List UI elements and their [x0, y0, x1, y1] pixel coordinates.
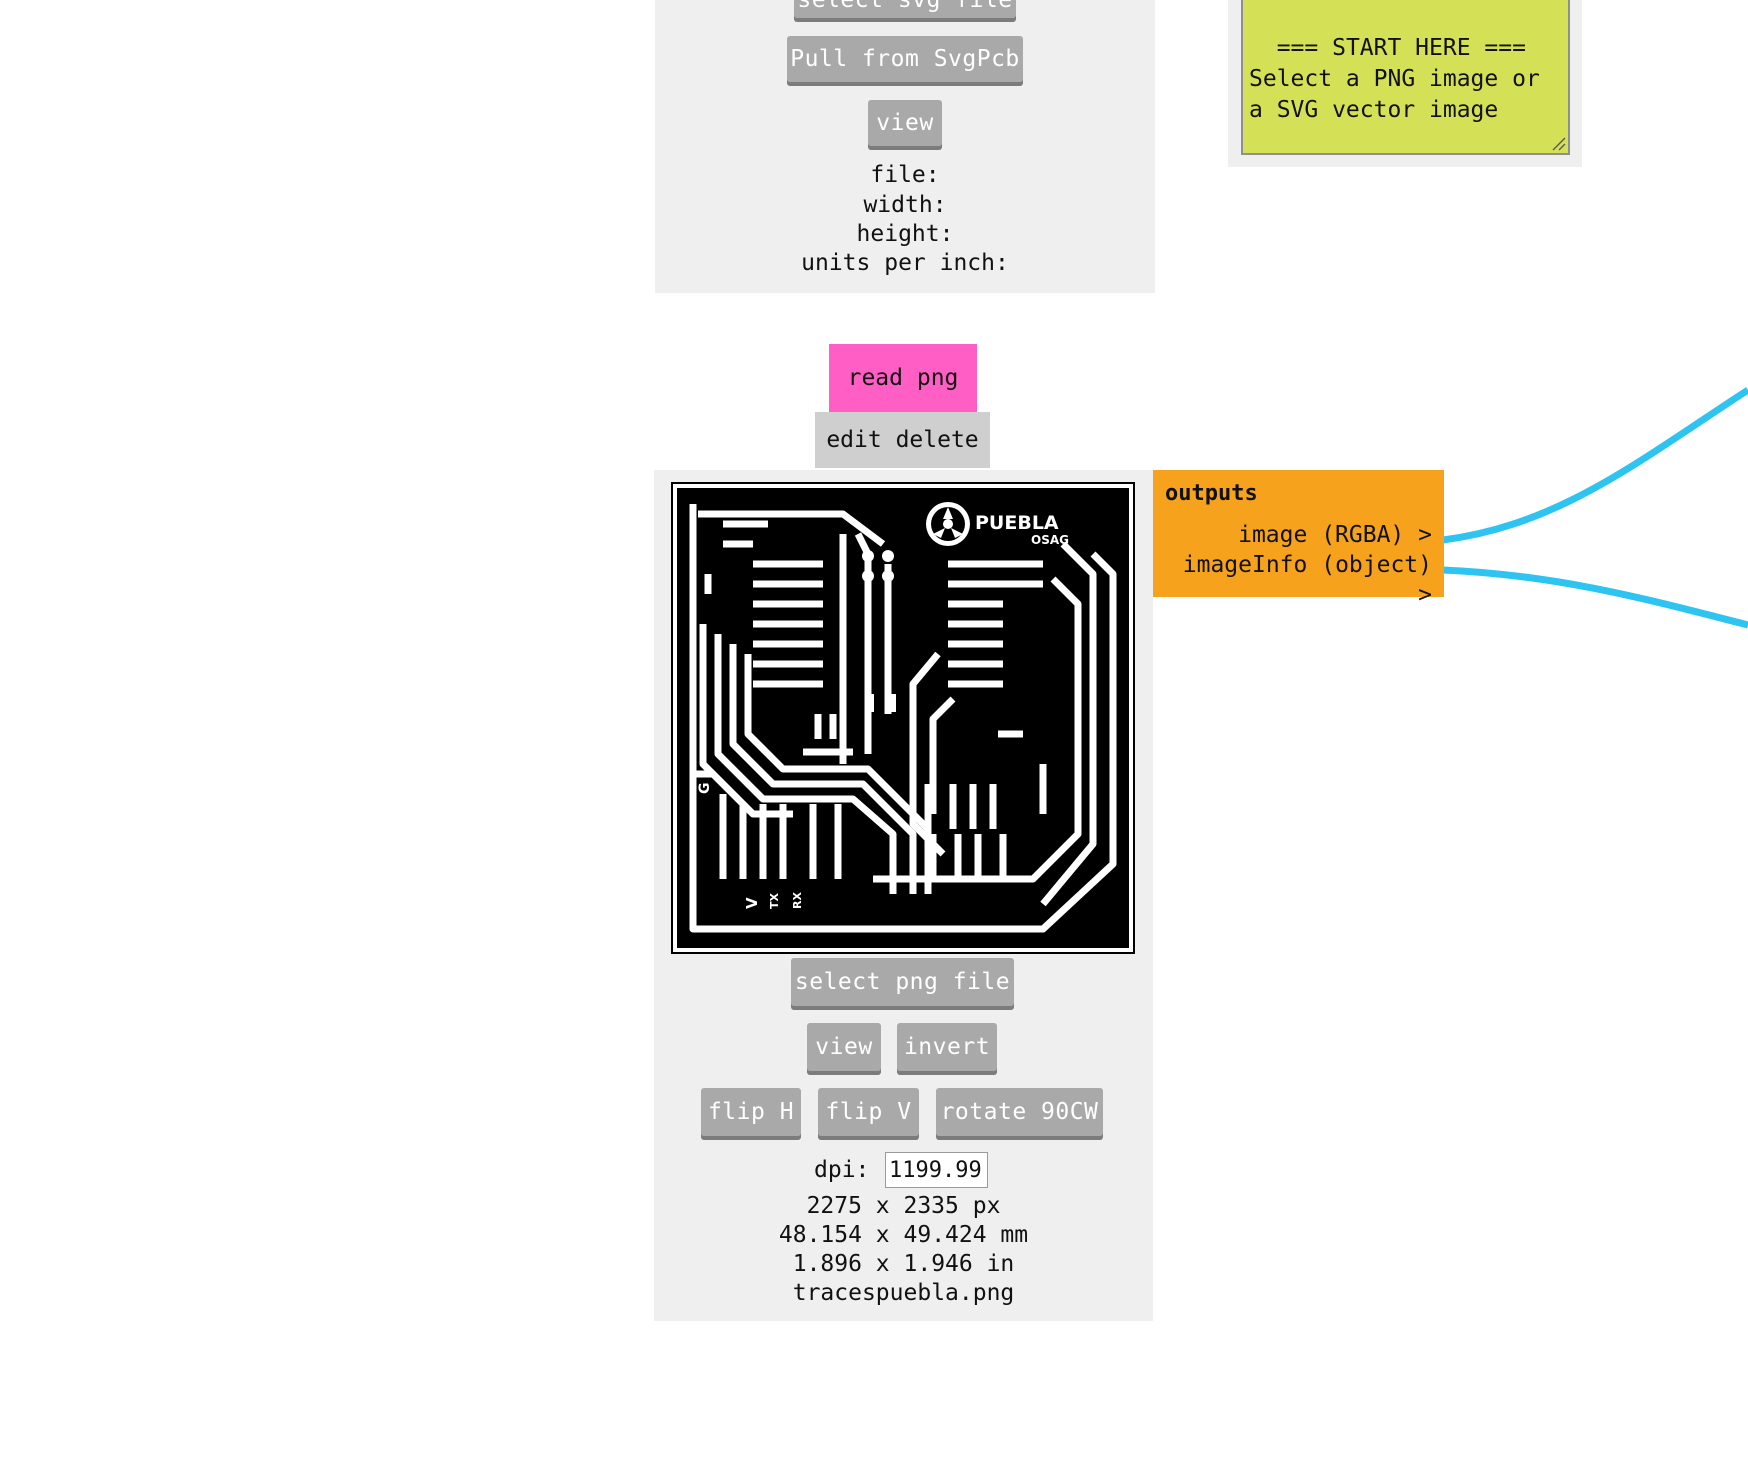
- image-size-px: 2275 x 2335 px: [806, 1193, 1001, 1219]
- output-image-rgba-arrow-icon: >: [1418, 522, 1432, 548]
- svg-view-button[interactable]: view: [868, 100, 942, 146]
- image-size-mm: 48.154 x 49.424 mm: [778, 1222, 1029, 1248]
- svg-file-label: file:: [870, 162, 940, 188]
- image-filename: tracespuebla.png: [792, 1280, 1015, 1306]
- outputs-box: outputs image (RGBA) > imageInfo (object…: [1153, 470, 1444, 608]
- output-imageinfo-label: imageInfo (object): [1182, 552, 1432, 578]
- select-svg-file-button[interactable]: select svg file: [794, 0, 1016, 18]
- note-text: === START HERE === Select a PNG image or…: [1249, 35, 1540, 123]
- output-image-rgba-label: image (RGBA): [1238, 522, 1405, 548]
- pcb-logo-text: PUEBLA: [975, 512, 1059, 534]
- invert-button[interactable]: invert: [897, 1023, 997, 1071]
- wire-imageinfo-object: [1442, 566, 1748, 629]
- image-size-in: 1.896 x 1.946 in: [792, 1251, 1015, 1277]
- dpi-input[interactable]: [885, 1152, 988, 1188]
- resize-grip-icon[interactable]: [1550, 135, 1566, 151]
- output-imageinfo-object[interactable]: imageInfo (object) >: [1165, 550, 1432, 610]
- puebla-logo-icon: [926, 502, 970, 546]
- png-view-button[interactable]: view: [807, 1023, 881, 1071]
- flip-v-button[interactable]: flip V: [818, 1088, 919, 1136]
- flip-h-button[interactable]: flip H: [701, 1088, 801, 1136]
- pcb-logo-subtext: OSAG: [1031, 533, 1069, 547]
- dpi-label: dpi:: [814, 1157, 870, 1183]
- pcb-image-preview: PUEBLA OSAG G V TX RX: [671, 482, 1135, 954]
- svg-units-per-inch-label: units per inch:: [801, 250, 1009, 276]
- pcb-label-rx: RX: [791, 892, 804, 909]
- start-here-note[interactable]: === START HERE === Select a PNG image or…: [1241, 0, 1570, 155]
- output-imageinfo-arrow-icon: >: [1418, 582, 1432, 608]
- select-png-file-button[interactable]: select png file: [791, 958, 1014, 1006]
- svg-height-label: height:: [856, 221, 954, 247]
- rotate-90cw-button[interactable]: rotate 90CW: [936, 1088, 1103, 1136]
- pcb-label-v: V: [743, 897, 761, 909]
- pcb-label-tx: TX: [768, 892, 781, 909]
- output-image-rgba[interactable]: image (RGBA) >: [1165, 520, 1432, 550]
- edit-delete-bar[interactable]: edit delete: [815, 412, 990, 468]
- outputs-title: outputs: [1165, 481, 1258, 506]
- svg-width-label: width:: [863, 192, 947, 218]
- pull-from-svgpcb-button[interactable]: Pull from SvgPcb: [787, 36, 1023, 82]
- wire-image-rgba: [1442, 387, 1748, 544]
- read-png-title[interactable]: read png: [829, 344, 977, 412]
- pcb-label-g: G: [697, 783, 713, 795]
- pcb-traces-image: PUEBLA OSAG G V TX RX: [677, 488, 1129, 948]
